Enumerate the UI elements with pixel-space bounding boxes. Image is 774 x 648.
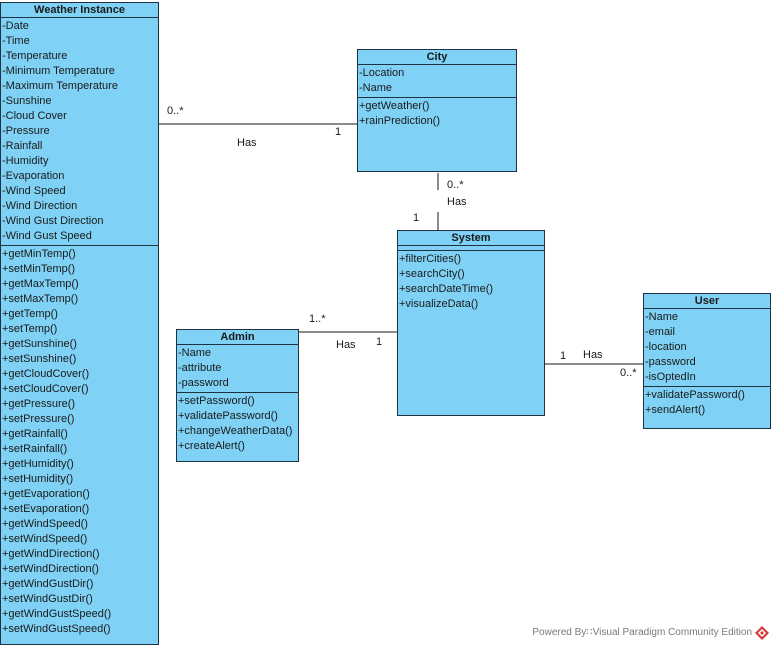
class-operation: +getCloudCover() [2, 368, 90, 380]
class-operation: +setPressure() [2, 413, 75, 425]
class-admin-operations: +setPassword() +validatePassword() +change… [177, 393, 298, 455]
class-operation: +getTemp() [2, 308, 58, 320]
class-operation: +setCloudCover() [2, 383, 89, 395]
class-operation: +setRainfall() [2, 443, 68, 455]
class-operation: +setEvaporation() [2, 503, 90, 515]
class-attribute: -Pressure [2, 125, 50, 137]
class-attribute: -password [178, 377, 229, 389]
weather-city-mult-weather: 0..* [167, 105, 184, 117]
class-operation: +getHumidity() [2, 458, 74, 470]
admin-system-mult-system: 1 [376, 336, 383, 348]
class-operation: +visualizeData() [399, 298, 479, 310]
class-attribute: -Wind Gust Direction [2, 215, 104, 227]
class-attribute: -Name [359, 82, 393, 94]
class-operation: +changeWeatherData() [178, 425, 293, 437]
class-operation: +getWindGustSpeed() [2, 608, 112, 620]
class-attribute: -Minimum Temperature [2, 65, 115, 77]
city-system-mult-city: 0..* [447, 179, 464, 191]
class-user-title: User [644, 294, 770, 309]
weather-city-mult-city: 1 [335, 126, 342, 138]
class-operation: +setWindDirection() [2, 563, 99, 575]
class-weather-instance-attributes: -Date -Time -Temperature -Minimum Temperatu… [1, 18, 158, 246]
class-operation: +validatePassword() [178, 410, 278, 422]
class-operation: +setTemp() [2, 323, 58, 335]
system-user-mult-system: 1 [560, 350, 567, 362]
class-attribute: -Rainfall [2, 140, 43, 152]
class-operation: +getWindSpeed() [2, 518, 88, 530]
class-operation: +setMinTemp() [2, 263, 76, 275]
class-admin[interactable]: Admin -Name -attribute -password +setPassw… [176, 329, 299, 462]
class-system-title: System [398, 231, 544, 246]
class-city-attributes: -Location -Name [358, 65, 516, 98]
class-operation: +getMinTemp() [2, 248, 76, 260]
class-attribute: -Sunshine [2, 95, 52, 107]
class-system-attributes [398, 246, 544, 251]
system-user-role-label: Has [583, 349, 603, 361]
class-operation: +getMaxTemp() [2, 278, 79, 290]
watermark-text: Powered By∷Visual Paradigm Community Edi… [532, 627, 752, 638]
class-attribute: -email [645, 326, 675, 338]
city-system-mult-system: 1 [413, 212, 420, 224]
class-operation: +createAlert() [178, 440, 245, 452]
class-attribute: -Name [178, 347, 212, 359]
system-user-mult-user: 0..* [620, 367, 637, 379]
class-attribute: -Location [359, 67, 405, 79]
city-system-role-label: Has [447, 196, 467, 208]
class-attribute: -Wind Gust Speed [2, 230, 92, 242]
admin-system-mult-admin: 1..* [309, 313, 326, 325]
class-operation: +setWindSpeed() [2, 533, 88, 545]
class-attribute: -Temperature [2, 50, 68, 62]
class-user-operations: +validatePassword() +sendAlert() [644, 387, 770, 419]
class-admin-title: Admin [177, 330, 298, 345]
class-weather-instance[interactable]: Weather Instance -Date-Time-Temperature-… [0, 2, 159, 645]
class-operation: +getWindDirection() [2, 548, 100, 560]
class-city[interactable]: City -Location -Name +getWeather() +rainPr… [357, 49, 517, 172]
class-operation: +getWeather() [359, 100, 430, 112]
class-attribute: -Time [2, 35, 30, 47]
class-system-operations: +filterCities() +searchCity() +searchDateT… [398, 251, 544, 313]
class-operation: +getSunshine() [2, 338, 77, 350]
class-operation: +setSunshine() [2, 353, 77, 365]
class-operation: +rainPrediction() [359, 115, 441, 127]
class-weather-instance-title: Weather Instance [1, 3, 158, 18]
class-user-attributes: -Name -email -location -password -isOptedIn [644, 309, 770, 387]
class-admin-attributes: -Name -attribute -password [177, 345, 298, 393]
class-attribute: -Cloud Cover [2, 110, 67, 122]
class-attribute: -Name [645, 311, 679, 323]
class-weather-instance-operations: +getMinTemp() +setMinTemp() +getMaxTemp() +… [1, 246, 158, 638]
class-system[interactable]: System +filterCities() +searchCity() +sear… [397, 230, 545, 416]
class-operation: +getEvaporation() [2, 488, 90, 500]
class-attribute: -Date [2, 20, 29, 32]
class-operation: +validatePassword() [645, 389, 745, 401]
class-attribute: -location [645, 341, 687, 353]
class-operation: +sendAlert() [645, 404, 706, 416]
class-attribute: -password [645, 356, 696, 368]
admin-system-role-label: Has [336, 339, 356, 351]
class-operation: +getWindGustDir() [2, 578, 94, 590]
class-attribute: -Humidity [2, 155, 49, 167]
class-user[interactable]: User -Name -email -location -password -isOpt… [643, 293, 771, 429]
visual-paradigm-logo-icon [755, 626, 769, 640]
class-attribute: -attribute [178, 362, 222, 374]
class-operation: +setWindGustSpeed() [2, 623, 111, 635]
class-attribute: -Evaporation [2, 170, 65, 182]
weather-city-role-label: Has [237, 137, 257, 149]
class-attribute: -Maximum Temperature [2, 80, 118, 92]
class-attribute: -Wind Speed [2, 185, 66, 197]
class-city-operations: +getWeather() +rainPrediction() [358, 98, 516, 130]
class-operation: +filterCities() [399, 253, 462, 265]
class-operation: +setMaxTemp() [2, 293, 79, 305]
class-attribute: -isOptedIn [645, 371, 696, 383]
class-operation: +searchDateTime() [399, 283, 494, 295]
class-operation: +searchCity() [399, 268, 465, 280]
class-operation: +setWindGustDir() [2, 593, 93, 605]
class-city-title: City [358, 50, 516, 65]
class-attribute: -Wind Direction [2, 200, 78, 212]
class-operation: +setPassword() [178, 395, 255, 407]
class-operation: +getPressure() [2, 398, 76, 410]
class-operation: +setHumidity() [2, 473, 74, 485]
class-operation: +getRainfall() [2, 428, 68, 440]
